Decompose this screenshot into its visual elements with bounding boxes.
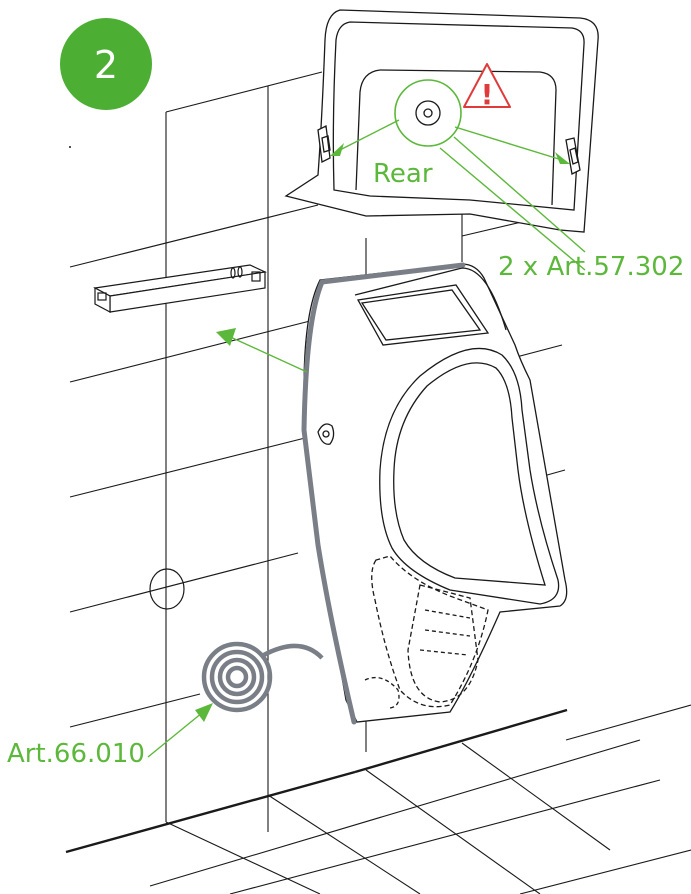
hose-coil: [201, 641, 324, 713]
step-badge: 2: [60, 18, 152, 110]
mount-hole-highlight: [394, 79, 462, 147]
mark-dot: [69, 146, 71, 148]
bracket-screws-label: 2 x Art.57.302: [498, 252, 684, 282]
annotation-leaders: [147, 119, 586, 758]
hose-label: Art.66.010: [7, 739, 145, 769]
step-number: 2: [94, 43, 118, 87]
warning-triangle-icon: !: [463, 63, 511, 111]
annotation-arrowheads: [195, 143, 570, 722]
wall-bracket: [93, 264, 268, 313]
svg-text:!: !: [481, 78, 494, 111]
rear-label: Rear: [373, 159, 433, 189]
seal-outline: [301, 262, 466, 725]
rear-view-inset: [284, 9, 599, 233]
urinal: [303, 263, 568, 723]
waste-pipe-opening: [149, 568, 185, 610]
